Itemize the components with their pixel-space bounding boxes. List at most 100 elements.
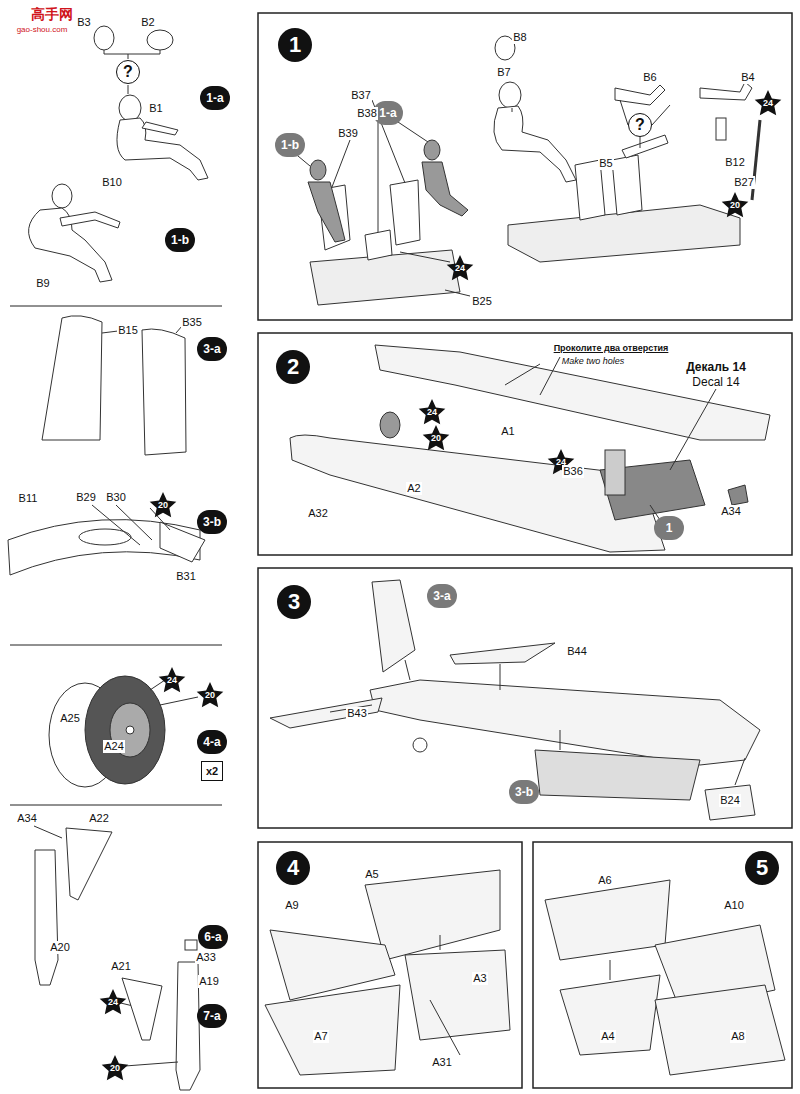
drawing-stroke <box>705 785 755 820</box>
part-number: B43 <box>346 707 368 720</box>
drawing-stroke <box>494 106 576 182</box>
part-number: B4 <box>740 71 755 84</box>
drawing-stroke <box>405 950 510 1040</box>
drawing-stroke <box>176 962 200 1090</box>
part-number: B9 <box>35 277 50 290</box>
subassembly-reference: 1-b <box>275 133 305 157</box>
star-outline <box>100 989 127 1014</box>
part-number: B38 <box>356 107 378 120</box>
callout-text: x2 <box>206 766 218 777</box>
drawing-stroke <box>372 580 415 672</box>
part-number: A24 <box>103 740 125 753</box>
part-number: A10 <box>723 899 745 912</box>
part-number: A22 <box>88 812 110 825</box>
drawing-stroke <box>390 180 420 245</box>
star-outline <box>447 255 474 280</box>
part-number: B31 <box>175 570 197 583</box>
drawing-stroke <box>375 345 770 440</box>
part-number: B8 <box>512 31 527 44</box>
part-number: A3 <box>472 972 487 985</box>
drawing-stroke <box>450 643 555 664</box>
left-art <box>8 26 208 1090</box>
drawing-stroke <box>125 1062 178 1066</box>
panel-frames <box>258 13 792 1088</box>
star-outline <box>197 682 224 707</box>
step-number: 5 <box>745 851 779 885</box>
drawing-stroke <box>102 331 118 333</box>
part-number: B27 <box>733 176 755 189</box>
drawing-stroke <box>298 156 310 166</box>
drawing-stroke <box>378 118 379 232</box>
drawing-stroke <box>670 389 716 470</box>
panel5-art <box>545 880 785 1075</box>
part-number: B35 <box>181 316 203 329</box>
drawing-stroke <box>10 306 222 307</box>
instruction-note: Make two holes <box>561 355 626 368</box>
drawing-stroke <box>60 212 120 228</box>
drawing-stroke <box>119 95 141 121</box>
part-number: B36 <box>562 465 584 478</box>
callout-text: ? <box>635 117 645 133</box>
drawing-stroke <box>560 730 561 750</box>
drawing-stroke <box>533 842 792 1088</box>
drawing-stroke <box>716 118 726 140</box>
callout-text: 20 <box>205 691 215 700</box>
drawing-stroke <box>652 105 670 125</box>
drawing-stroke <box>34 826 62 838</box>
part-number: A9 <box>284 899 299 912</box>
drawing-stroke <box>85 676 165 784</box>
drawing-stroke <box>605 450 625 495</box>
drawing-stroke <box>92 505 140 545</box>
paint-code-star: 20 <box>721 191 749 219</box>
paint-code-star: 24 <box>418 398 446 426</box>
drawing-stroke <box>440 935 441 950</box>
drawing-stroke <box>612 155 642 215</box>
drawing-stroke <box>290 435 665 552</box>
part-number: A31 <box>431 1056 453 1069</box>
drawing-stroke <box>35 850 58 985</box>
callout-text: 24 <box>108 998 118 1007</box>
part-number: A2 <box>406 482 421 495</box>
part-number: B44 <box>566 645 588 658</box>
drawing-stroke <box>142 122 178 135</box>
drawing-stroke <box>728 485 748 505</box>
drawing-stroke <box>405 660 410 680</box>
drawing-stroke <box>640 137 641 148</box>
drawing-stroke <box>258 13 792 320</box>
callout-text: 5 <box>756 857 768 879</box>
drawing-stroke <box>258 568 792 828</box>
subassembly-reference: 3-a <box>427 584 457 608</box>
drawing-stroke <box>512 108 513 112</box>
star-outline <box>423 425 450 450</box>
drawing-stroke <box>10 805 222 806</box>
callout-text: 1-a <box>379 107 396 119</box>
panel3-art <box>270 580 760 820</box>
callout-text: 20 <box>730 201 740 210</box>
paint-code-star: 24 <box>158 666 186 694</box>
part-number: A34 <box>16 812 38 825</box>
drawing-stroke <box>142 329 186 455</box>
callout-text: 1 <box>666 522 673 534</box>
part-number: A21 <box>110 960 132 973</box>
part-number: A20 <box>49 941 71 954</box>
part-number: B2 <box>140 16 155 29</box>
subassembly-reference: 1 <box>654 516 684 540</box>
star-outline <box>159 667 186 692</box>
option-bubble: ? <box>628 113 652 137</box>
step-number: 4 <box>276 851 310 885</box>
drawing-stroke <box>185 940 197 950</box>
part-number: B1 <box>148 102 163 115</box>
drawing-stroke <box>270 698 382 728</box>
drawing-stroke <box>500 664 501 690</box>
drawing-stroke <box>700 82 752 100</box>
subassembly-reference: 3-b <box>509 780 539 804</box>
drawing-stroke <box>398 122 428 142</box>
drawing-stroke <box>620 100 628 125</box>
part-number: A19 <box>198 975 220 988</box>
watermark: 高手网 <box>30 8 74 21</box>
drawing-stroke <box>422 162 468 216</box>
paint-code-star: 24 <box>446 254 474 282</box>
drawing-stroke <box>365 230 392 260</box>
callout-text: 24 <box>455 264 465 273</box>
subassembly-callout: 1-b <box>165 228 195 252</box>
